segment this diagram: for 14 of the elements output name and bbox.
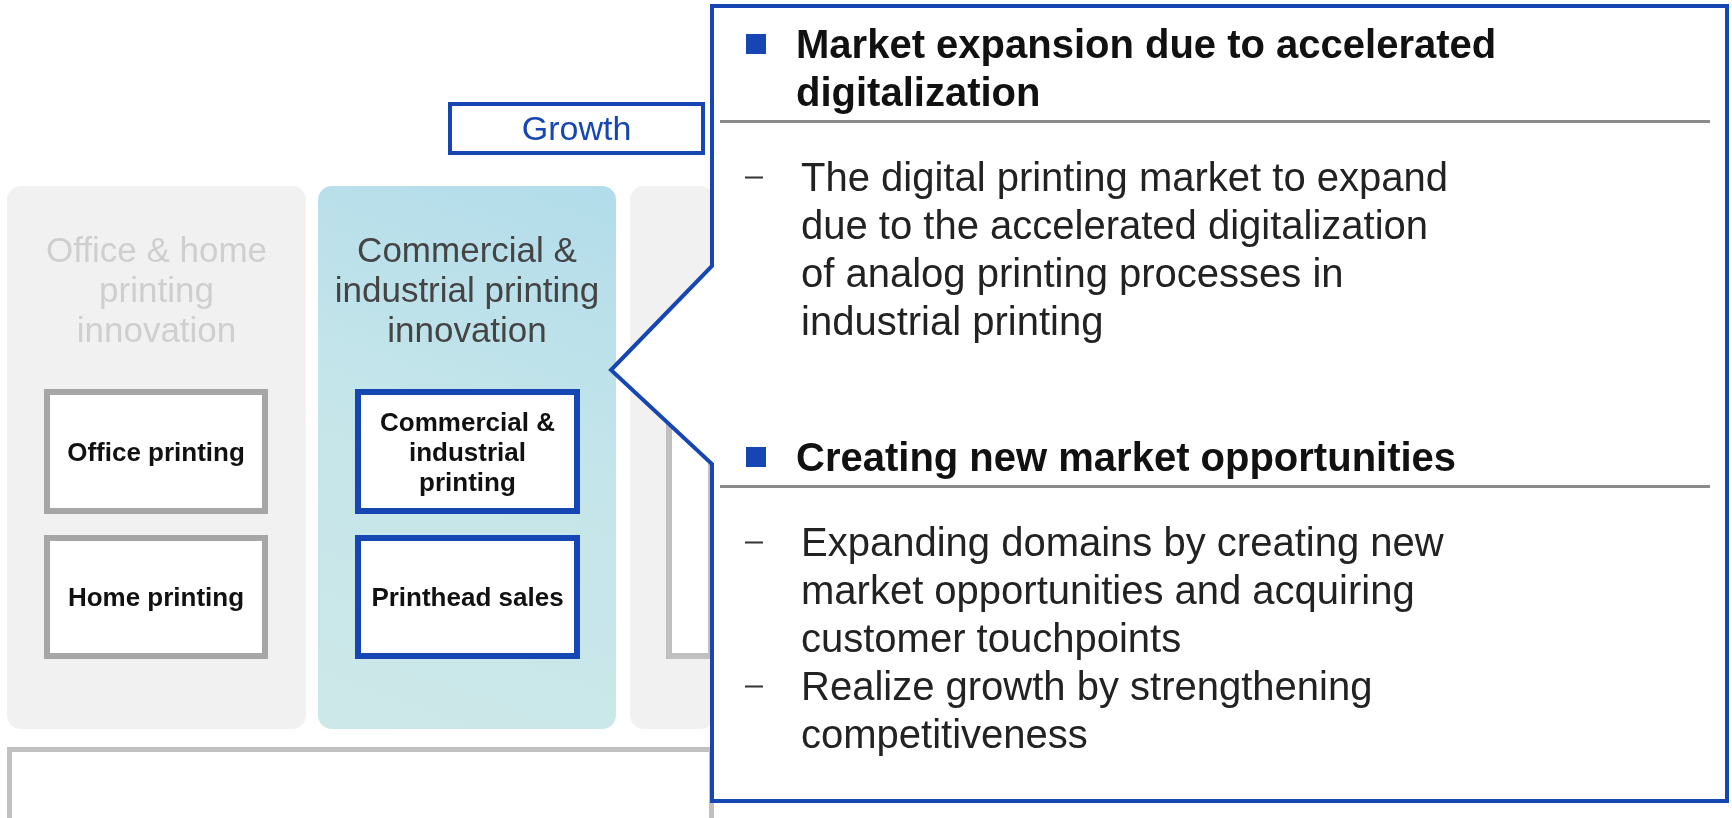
section-heading: Market expansion due to accelerated digitalization <box>796 21 1498 116</box>
bullet-text: Realize growth by strengthening competitiveness <box>801 663 1374 758</box>
segment-box: Home printing <box>44 535 268 659</box>
category-panel <box>7 186 306 729</box>
base-bar <box>7 747 714 818</box>
section-heading: Creating new market opportunities <box>796 434 1457 481</box>
category-title: Commercial & industrial printing innovation <box>333 230 601 350</box>
segment-box: Office printing <box>44 389 268 514</box>
bullet-text: The digital printing market to expand due to the accelerated digitalization of analog printing processes in industrial printing <box>801 154 1450 345</box>
growth-tag: Growth <box>448 102 705 155</box>
segment-box: Printhead sales <box>355 535 580 659</box>
category-panel <box>318 186 616 729</box>
bullet-text: Expanding domains by creating new market opportunities and acquiring customer touchpoints <box>801 519 1445 662</box>
segment-box: Commercial & industrial printing <box>355 389 580 514</box>
